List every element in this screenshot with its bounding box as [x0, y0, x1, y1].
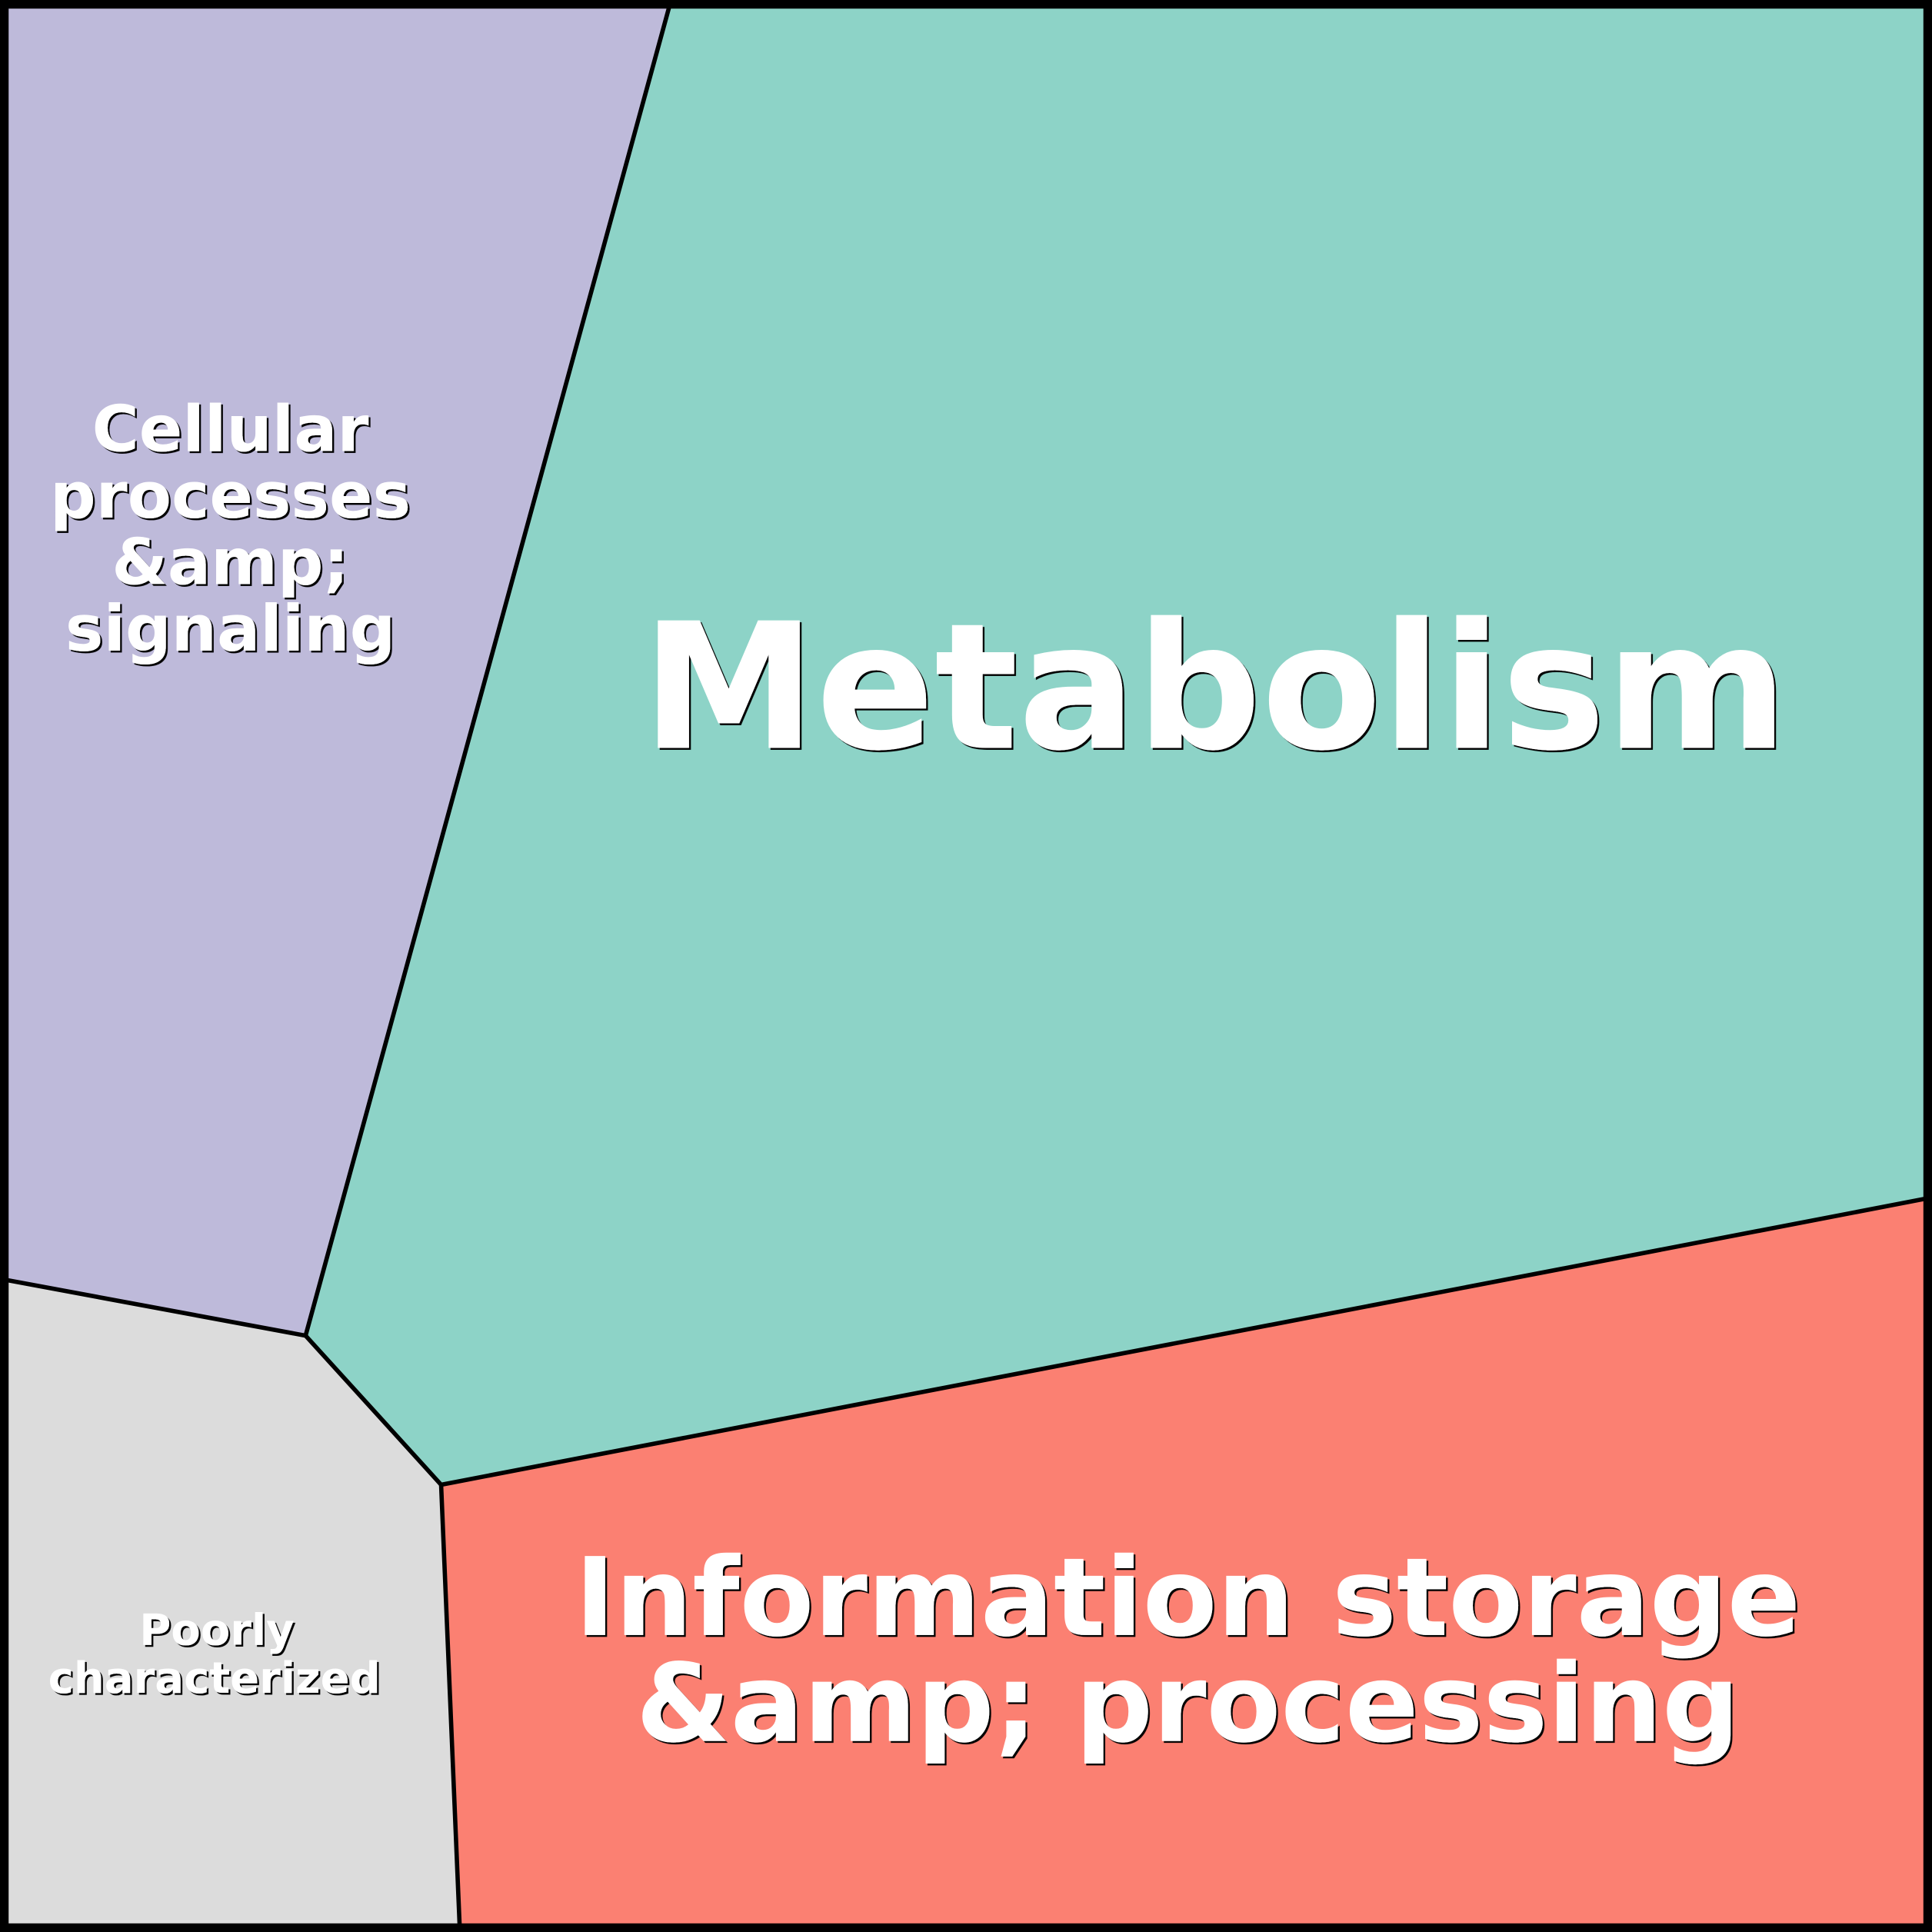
label-poorly-characterized: Poorly characterized — [48, 1606, 381, 1704]
label-cellular-processes: Cellular processes &amp; signaling — [50, 391, 411, 666]
cell-border — [438, 1484, 462, 1925]
label-line: processes — [50, 458, 411, 533]
cell-poorly-characterized[interactable] — [7, 1280, 460, 1925]
cell-metabolism[interactable] — [305, 7, 1925, 1485]
cell-cellular-processes[interactable] — [7, 7, 669, 1336]
cell-information-storage[interactable] — [441, 1198, 1925, 1925]
label-line: characterized — [48, 1654, 381, 1704]
label-line: Cellular — [92, 391, 369, 466]
label-metabolism: Metabolism — [641, 585, 1787, 789]
label-line: Information storage — [575, 1535, 1800, 1661]
label-line: signaling — [65, 591, 395, 666]
label-line: Metabolism — [641, 585, 1787, 789]
label-line: &amp; — [112, 525, 349, 599]
label-information-storage: Information storage &amp; processing — [575, 1535, 1800, 1767]
label-line: &amp; processing — [636, 1641, 1740, 1767]
label-line: Poorly — [139, 1606, 295, 1656]
